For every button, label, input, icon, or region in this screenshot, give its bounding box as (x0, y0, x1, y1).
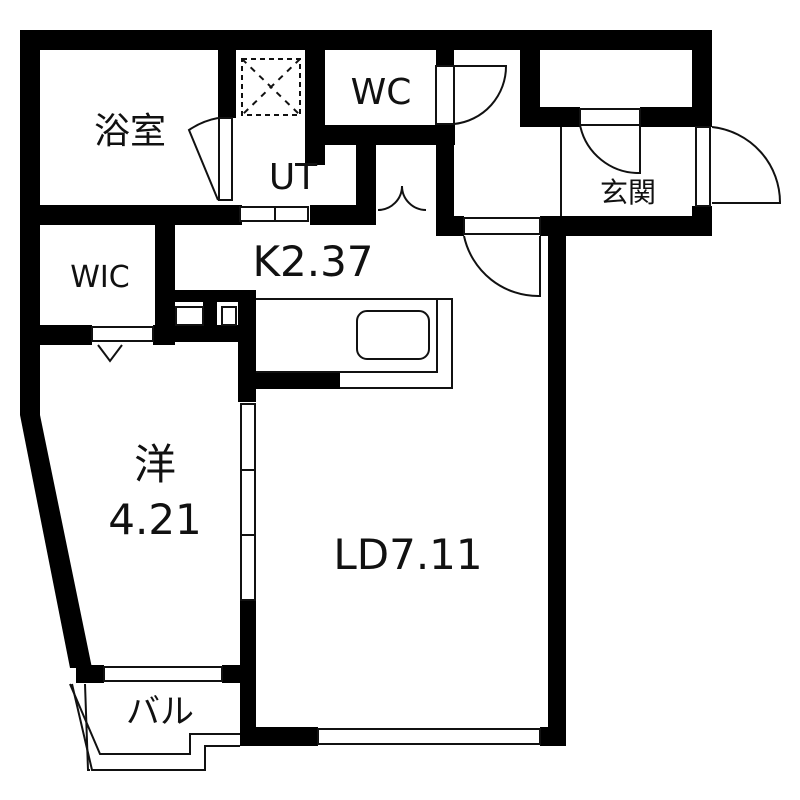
room-label-utility: UT (268, 157, 318, 198)
walls (20, 30, 712, 746)
room-label-western-room: 洋 (133, 440, 177, 489)
room-label-kitchen: K2.37 (252, 237, 374, 286)
room-label-western-room-area: 4.21 (108, 495, 202, 544)
room-label-balcony: バル (126, 692, 194, 732)
room-label-living-dining: LD7.11 (333, 530, 483, 579)
room-label-toilet: WC (350, 72, 412, 113)
room-label-walk-in-closet: WIC (70, 260, 130, 295)
room-label-entrance: 玄関 (599, 176, 657, 209)
fixtures (69, 58, 782, 771)
room-label-bath: 浴室 (93, 111, 167, 152)
